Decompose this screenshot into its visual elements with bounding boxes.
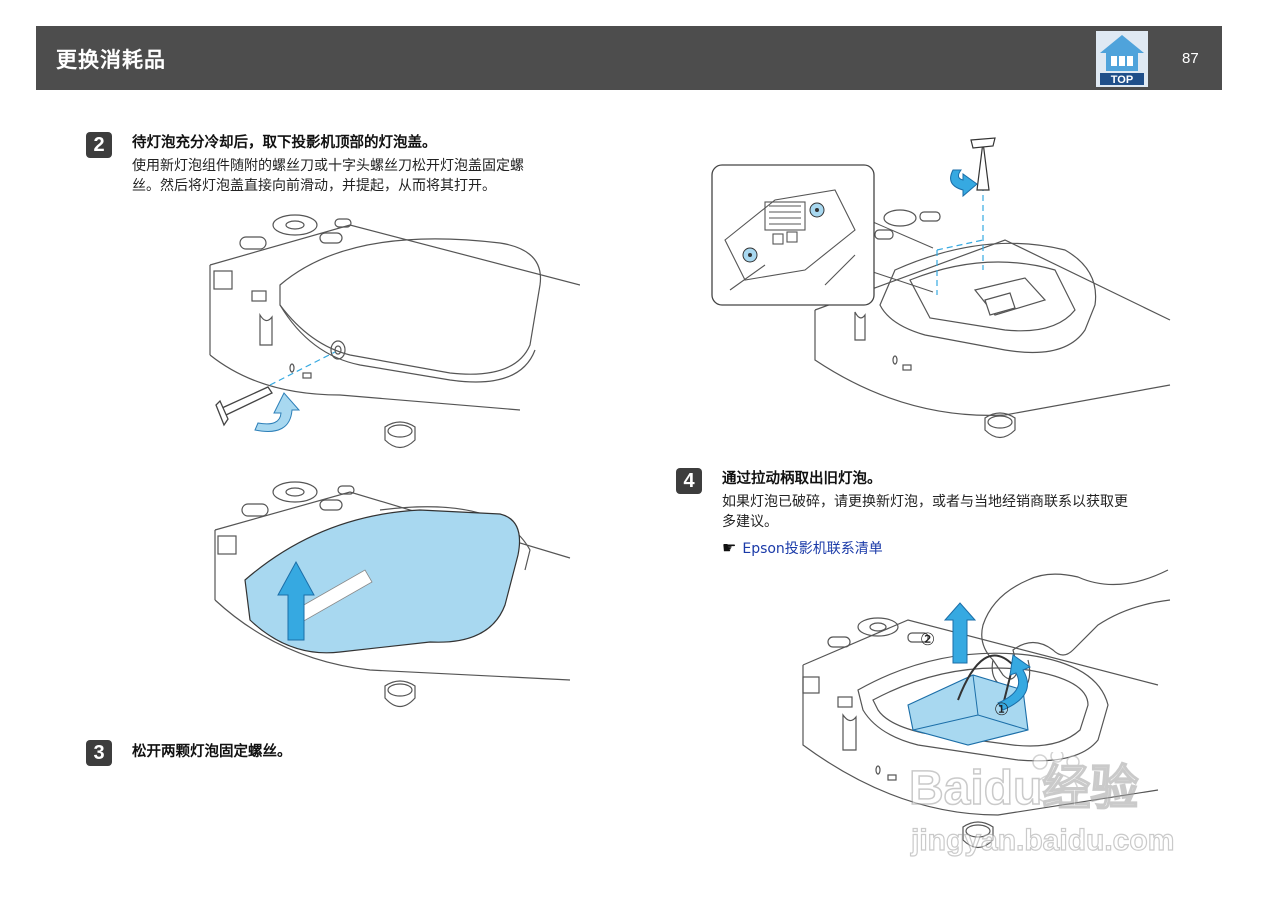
step-marker-1: ①: [994, 700, 1009, 720]
step-4-badge: 4: [676, 468, 702, 494]
contact-list-link-row: ☛ Epson投影机联系清单: [722, 538, 883, 558]
top-label: TOP: [1111, 74, 1133, 86]
step-3-title: 松开两颗灯泡固定螺丝。: [132, 744, 292, 760]
top-home-icon[interactable]: TOP: [1096, 31, 1148, 87]
step-4-desc-line: 如果灯泡已破碎，请更换新灯泡，或者与当地经销商联系以获取更: [722, 494, 1128, 510]
figure-lamp-screws: [711, 137, 1171, 439]
step-2-description: 使用新灯泡组件随附的螺丝刀或十字头螺丝刀松开灯泡盖固定螺 丝。然后将灯泡盖直接向…: [132, 156, 612, 196]
figure-lamp-cover-screw: [209, 214, 580, 449]
step-2-desc-line: 丝。然后将灯泡盖直接向前滑动，并提起，从而将其打开。: [132, 178, 496, 194]
step-2-title: 待灯泡充分冷却后，取下投影机顶部的灯泡盖。: [132, 135, 437, 151]
epson-contact-list-link[interactable]: Epson投影机联系清单: [742, 541, 883, 557]
page-number: 87: [1182, 50, 1199, 67]
page-header: 更换消耗品 TOP 87: [36, 26, 1222, 90]
step-4-title: 通过拉动柄取出旧灯泡。: [722, 471, 882, 487]
step-2-badge: 2: [86, 132, 112, 158]
step-3-badge: 3: [86, 740, 112, 766]
figure-remove-lamp: ② ①: [802, 569, 1171, 849]
pointing-hand-icon: ☛: [722, 538, 737, 557]
step-2-desc-line: 使用新灯泡组件随附的螺丝刀或十字头螺丝刀松开灯泡盖固定螺: [132, 158, 524, 174]
step-marker-2: ②: [920, 630, 935, 650]
step-4-desc-line: 多建议。: [722, 514, 778, 530]
step-4-description: 如果灯泡已破碎，请更换新灯泡，或者与当地经销商联系以获取更 多建议。: [722, 492, 1212, 532]
figure-lamp-cover-slide: [214, 481, 571, 708]
page-title: 更换消耗品: [56, 48, 166, 72]
